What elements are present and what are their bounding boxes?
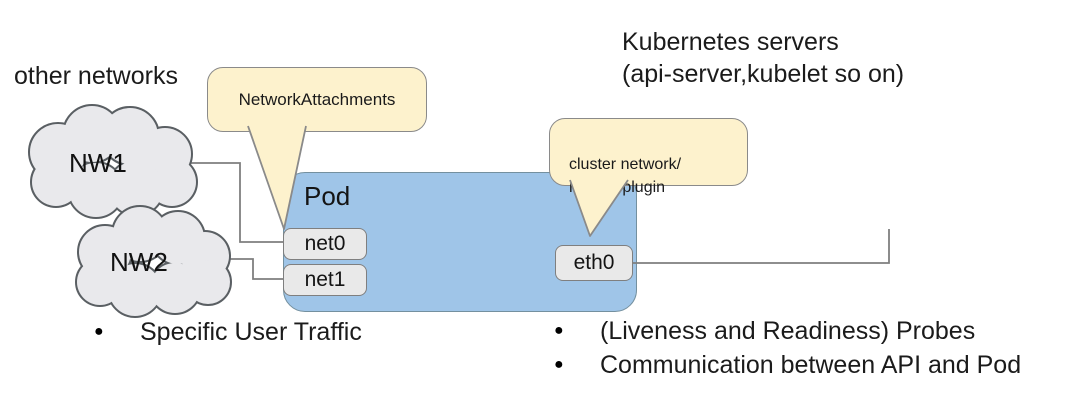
nw1-net0-connector (190, 162, 283, 243)
eth0-label: eth0 (573, 251, 615, 274)
kubernetes-servers-label: Kubernetes servers (api-server,kubelet s… (622, 28, 905, 88)
nw2-label: NW2 (110, 247, 168, 277)
network-attachments-callout-text: NetworkAttachments (238, 89, 396, 109)
network-attachments-callout: NetworkAttachments (207, 67, 427, 132)
other-networks-label: other networks (14, 62, 178, 90)
bullet-item: ● Specific User Traffic (88, 317, 362, 347)
bullet-text: (Liveness and Readiness) Probes (600, 317, 976, 345)
bullet-dot-icon: ● (94, 323, 104, 340)
net1-label: net1 (304, 268, 346, 291)
bullet-dot-icon: ● (554, 356, 564, 373)
eth0-box: eth0 (555, 245, 633, 281)
cluster-network-callout: cluster network/ master plugin (549, 118, 748, 196)
nw1-label: NW1 (69, 148, 127, 178)
net0-box: net0 (283, 228, 367, 260)
nw2-net1-connector (215, 258, 283, 280)
bullet-item: ● (Liveness and Readiness) Probes (548, 316, 975, 346)
net0-label: net0 (304, 232, 346, 255)
cluster-network-callout-text: cluster network/ master plugin (569, 156, 682, 196)
net1-box: net1 (283, 264, 367, 296)
bullet-item: ● Communication between API and Pod (548, 350, 1021, 380)
bullet-text: Communication between API and Pod (600, 351, 1022, 379)
bullet-dot-icon: ● (554, 322, 564, 339)
bullet-text: Specific User Traffic (140, 318, 362, 346)
pod-label: Pod (304, 181, 351, 211)
